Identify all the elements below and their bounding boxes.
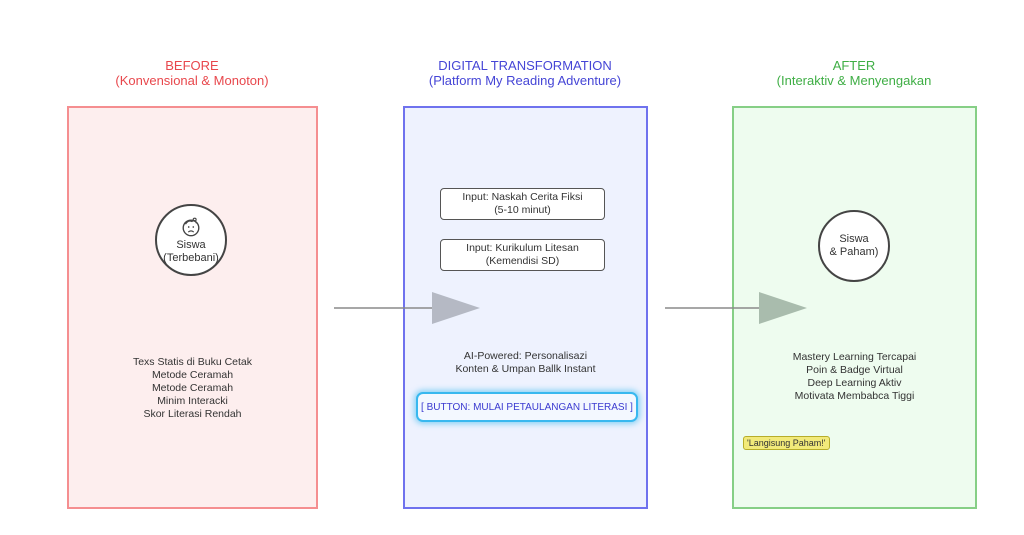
before-title-sub: (Konvensional & Monoton)	[115, 73, 269, 88]
before-item: Metode Ceramah	[151, 382, 234, 394]
student-understands-line1: Siswa	[839, 233, 869, 245]
student-burdened-line2: (Terbebani)	[163, 251, 219, 264]
after-item: Mastery Learning Tercapai	[792, 351, 917, 363]
understand-instantly-badge: 'Langisung Paham!'	[743, 436, 830, 450]
before-items-list: Texs Statis di Buku Cetak Metode Ceramah…	[69, 356, 316, 421]
arrow-right-icon	[334, 292, 480, 324]
before-item: Skor Literasi Rendah	[143, 408, 242, 420]
input-curriculum-box: Input: Kurikulum Litesan (Kemendisi SD)	[440, 239, 605, 271]
before-item: Minim Interacki	[157, 395, 228, 407]
arrow-head	[759, 292, 807, 324]
ai-description-line: Konten & Umpan Ballk Instant	[455, 363, 596, 375]
after-items-list: Mastery Learning Tercapai Poin & Badge V…	[734, 351, 975, 403]
arrow-head	[432, 292, 480, 324]
input-curriculum-line2: (Kemendisi SD)	[485, 255, 560, 267]
digital-title: DIGITAL TRANSFORMATION (Platform My Read…	[375, 58, 675, 88]
input-curriculum-line1: Input: Kurikulum Litesan	[466, 242, 579, 254]
after-title-main: AFTER	[832, 58, 876, 73]
after-item: Deep Learning Aktiv	[807, 377, 902, 389]
input-story-line1: Input: Naskah Cerita Fiksi	[462, 191, 583, 203]
after-item: Motivata Membabca Tiggi	[794, 390, 915, 402]
student-understands-line2: & Paham)	[829, 246, 879, 258]
before-panel: Siswa (Terbebani) Texs Statis di Buku Ce…	[67, 106, 318, 509]
after-title: AFTER (Interaktiv & Menyengakan	[704, 58, 1004, 88]
input-story-script-box: Input: Naskah Cerita Fiksi (5-10 minut)	[440, 188, 605, 220]
ai-description: AI-Powered: Personalisazi Konten & Umpan…	[405, 350, 646, 376]
student-understands-node: Siswa & Paham)	[818, 210, 890, 282]
digital-title-main: DIGITAL TRANSFORMATION	[438, 58, 612, 73]
ai-description-line: AI-Powered: Personalisazi	[463, 350, 588, 362]
input-story-line2: (5-10 minut)	[494, 204, 551, 216]
student-burdened-line1: Siswa	[176, 238, 206, 251]
student-burdened-node: Siswa (Terbebani)	[155, 204, 227, 276]
sad-face-icon	[182, 217, 200, 236]
digital-panel: Input: Naskah Cerita Fiksi (5-10 minut) …	[403, 106, 648, 509]
digital-title-sub: (Platform My Reading Adventure)	[428, 73, 622, 88]
start-literacy-adventure-button[interactable]: [ BUTTON: MULAI PETAULANGAN LITERASI ]	[416, 392, 638, 422]
before-item: Metode Ceramah	[151, 369, 234, 381]
arrow-right-icon	[665, 292, 807, 324]
before-title-main: BEFORE	[165, 58, 219, 73]
after-title-sub: (Interaktiv & Menyengakan	[776, 73, 932, 88]
before-item: Texs Statis di Buku Cetak	[132, 356, 253, 368]
after-item: Poin & Badge Virtual	[806, 364, 903, 376]
before-title: BEFORE (Konvensional & Monoton)	[42, 58, 342, 88]
